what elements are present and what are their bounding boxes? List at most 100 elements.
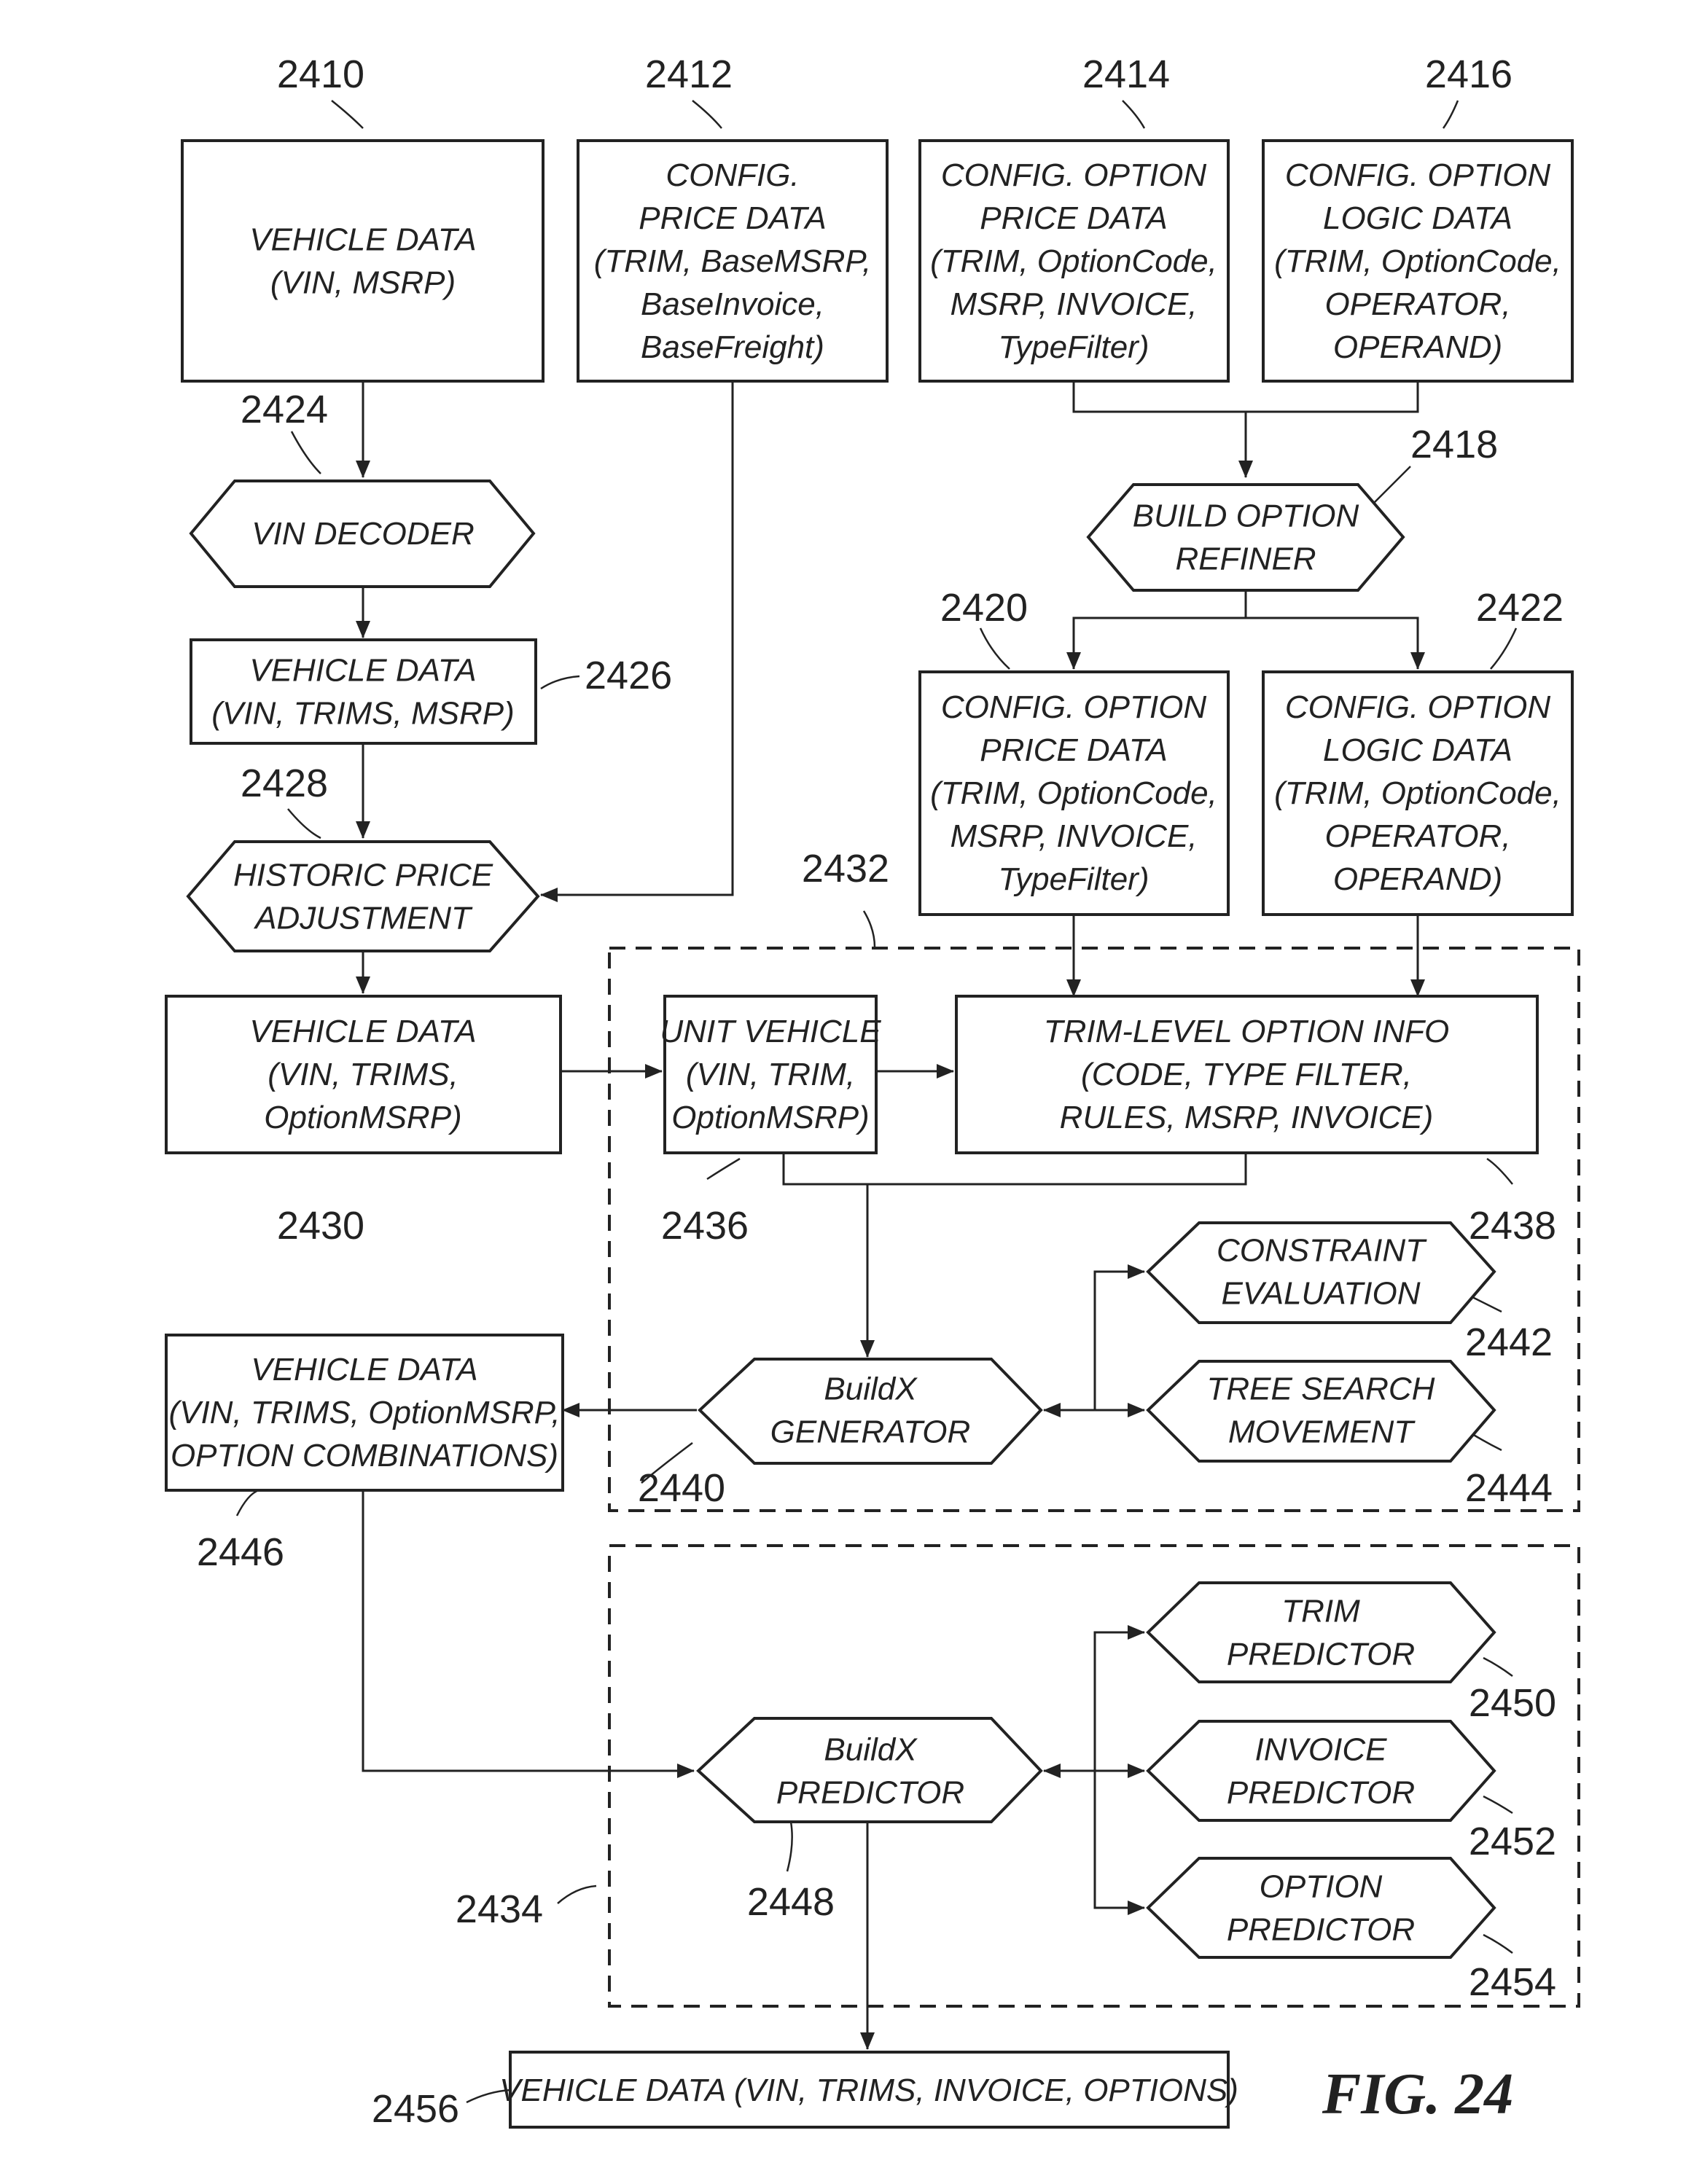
label-2446-line-2: (VIN, TRIMS, OptionMSRP, — [168, 1395, 560, 1430]
ref-2432: 2432 — [802, 847, 889, 891]
ref-2426: 2426 — [585, 654, 672, 697]
label-2444-line-1: TREE SEARCH — [1207, 1371, 1435, 1407]
label-2414-line-3: (TRIM, OptionCode, — [930, 243, 1217, 279]
label-2422-line-3: (TRIM, OptionCode, — [1274, 775, 1561, 811]
hex-2448-buildx-predictor — [696, 1717, 1043, 1823]
label-2410-line-1: VEHICLE DATA — [249, 222, 476, 258]
label-2422-line-2: LOGIC DATA — [1323, 732, 1512, 768]
ref-2430: 2430 — [277, 1204, 364, 1248]
label-2420-line-4: MSRP, INVOICE, — [950, 818, 1197, 854]
label-2416-line-4: OPERATOR, — [1324, 286, 1510, 322]
box-2426-vehicle-data — [190, 638, 537, 745]
box-2446-vehicle-data — [165, 1334, 564, 1492]
label-2450-line-2: PREDICTOR — [1227, 1637, 1415, 1672]
hex-2428-historic-price-adjustment — [186, 840, 540, 952]
label-2416-line-3: (TRIM, OptionCode, — [1274, 243, 1561, 279]
ref-2414: 2414 — [1082, 52, 1170, 96]
label-2420-line-1: CONFIG. OPTION — [941, 689, 1206, 725]
ref-2416: 2416 — [1425, 52, 1512, 96]
ref-2418: 2418 — [1410, 423, 1498, 466]
label-2448-line-2: PREDICTOR — [776, 1775, 964, 1811]
label-2414-line-1: CONFIG. OPTION — [941, 157, 1206, 193]
figure-label: FIG. 24 — [1322, 2062, 1513, 2126]
hex-2454-option-predictor — [1146, 1857, 1496, 1959]
hex-2424-vin-decoder — [189, 480, 536, 588]
hex-2440-buildx-generator — [698, 1358, 1043, 1465]
label-2428-line-2: ADJUSTMENT — [253, 901, 473, 936]
box-2438-trim-level-option-info — [955, 995, 1539, 1154]
hex-2444-tree-search-movement — [1146, 1360, 1496, 1463]
label-2422-line-4: OPERATOR, — [1324, 818, 1510, 854]
hex-2418-build-option-refiner — [1086, 483, 1405, 592]
label-2446-line-1: VEHICLE DATA — [251, 1352, 477, 1387]
box-2416-config-option-logic-data — [1262, 139, 1574, 383]
box-2412-config-price-data — [577, 139, 889, 383]
reference-leaders — [235, 100, 1518, 2104]
label-2450-line-1: TRIM — [1281, 1594, 1360, 1629]
label-2430-line-2: (VIN, TRIMS, — [268, 1057, 458, 1092]
group-2432-boundary — [608, 947, 1580, 1512]
label-2412-line-3: (TRIM, BaseMSRP, — [594, 243, 872, 279]
label-2452-line-1: INVOICE — [1255, 1732, 1388, 1768]
label-2436-line-3: OptionMSRP) — [671, 1100, 869, 1135]
label-2442-line-1: CONSTRAINT — [1217, 1233, 1427, 1269]
ref-2446: 2446 — [197, 1530, 284, 1574]
label-2428-line-1: HISTORIC PRICE — [233, 858, 493, 893]
label-2456-line-1: VEHICLE DATA (VIN, TRIMS, INVOICE, OPTIO… — [499, 2073, 1238, 2108]
label-2452-line-2: PREDICTOR — [1227, 1775, 1415, 1811]
ref-2436: 2436 — [661, 1204, 749, 1248]
label-2414-line-5: TypeFilter) — [999, 329, 1150, 365]
label-2454-line-2: PREDICTOR — [1227, 1912, 1415, 1948]
ref-2422: 2422 — [1476, 586, 1564, 630]
label-2412-line-2: PRICE DATA — [639, 200, 827, 236]
label-2416-line-1: CONFIG. OPTION — [1285, 157, 1550, 193]
box-labels: VEHICLE DATA(VIN, MSRP)CONFIG.PRICE DATA… — [168, 157, 1561, 2108]
label-2414-line-2: PRICE DATA — [980, 200, 1168, 236]
ref-2438: 2438 — [1469, 1204, 1556, 1248]
label-2444-line-2: MOVEMENT — [1228, 1414, 1416, 1450]
label-2440-line-2: GENERATOR — [770, 1414, 971, 1450]
label-2436-line-1: UNIT VEHICLE — [660, 1014, 881, 1049]
ref-2450: 2450 — [1469, 1681, 1556, 1725]
label-2412-line-4: BaseInvoice, — [641, 286, 824, 322]
label-2438-line-1: TRIM-LEVEL OPTION INFO — [1044, 1014, 1450, 1049]
connectors — [356, 381, 1425, 2050]
box-2420-config-option-price-data — [918, 670, 1230, 916]
label-2418-line-2: REFINER — [1175, 541, 1316, 577]
ref-2444: 2444 — [1465, 1466, 1553, 1510]
ref-2452: 2452 — [1469, 1820, 1556, 1863]
ref-2420: 2420 — [940, 586, 1028, 630]
box-2422-config-option-logic-data — [1262, 670, 1574, 916]
label-2420-line-5: TypeFilter) — [999, 861, 1150, 897]
label-2430-line-3: OptionMSRP) — [264, 1100, 461, 1135]
label-2446-line-3: OPTION COMBINATIONS) — [171, 1438, 558, 1473]
ref-2428: 2428 — [241, 762, 328, 805]
label-2440-line-1: BuildX — [824, 1371, 918, 1407]
ref-2456: 2456 — [372, 2087, 459, 2131]
label-2418-line-1: BUILD OPTION — [1133, 498, 1359, 534]
ref-2440: 2440 — [638, 1466, 725, 1510]
label-2454-line-1: OPTION — [1260, 1869, 1383, 1905]
label-2430-line-1: VEHICLE DATA — [249, 1014, 476, 1049]
label-2438-line-2: (CODE, TYPE FILTER, — [1081, 1057, 1412, 1092]
box-2456-vehicle-data — [509, 2051, 1230, 2129]
label-2426-line-2: (VIN, TRIMS, MSRP) — [211, 696, 515, 732]
hex-2442-constraint-evaluation — [1146, 1221, 1496, 1324]
label-2438-line-3: RULES, MSRP, INVOICE) — [1060, 1100, 1434, 1135]
ref-2412: 2412 — [645, 52, 733, 96]
ref-2442: 2442 — [1465, 1320, 1553, 1364]
ref-2424: 2424 — [241, 388, 328, 431]
label-2422-line-5: OPERAND) — [1333, 861, 1502, 897]
hex-2450-trim-predictor — [1146, 1581, 1496, 1683]
box-2410-vehicle-data — [181, 139, 544, 383]
label-2414-line-4: MSRP, INVOICE, — [950, 286, 1197, 322]
box-2414-config-option-price-data — [918, 139, 1230, 383]
box-2430-vehicle-data — [165, 995, 562, 1154]
box-2436-unit-vehicle — [663, 995, 878, 1154]
label-2416-line-5: OPERAND) — [1333, 329, 1502, 365]
ref-2410: 2410 — [277, 52, 364, 96]
label-2420-line-3: (TRIM, OptionCode, — [930, 775, 1217, 811]
label-2426-line-1: VEHICLE DATA — [249, 653, 476, 689]
hex-2452-invoice-predictor — [1146, 1720, 1496, 1822]
